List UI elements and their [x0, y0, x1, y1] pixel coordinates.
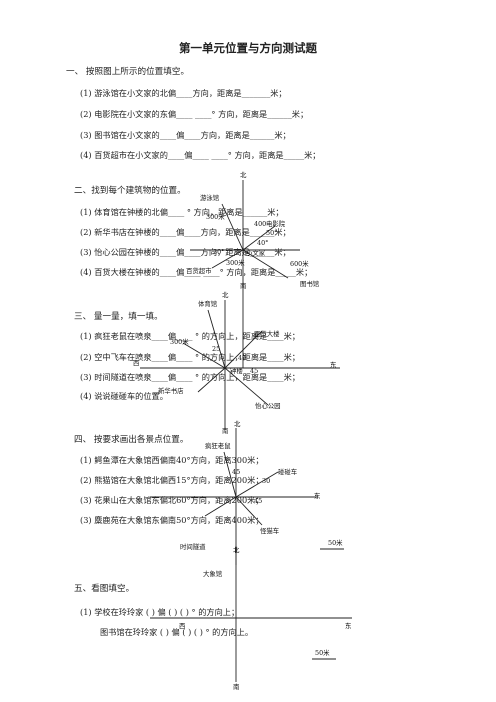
s2-q1: (1) 体育馆在钟楼的北偏____ ° 方向，距离是______米；	[80, 207, 284, 217]
d1-ray-library	[242, 249, 289, 279]
section-1-heading: 一、 按照图上所示的位置填空。	[66, 67, 190, 77]
s1-q4: (4) 百货超市在小文家的____偏____ ____° 方向，距离是_____…	[80, 150, 321, 160]
s1-q2: (2) 电影院在小文家的东偏____ ____° 方向，距离是______米；	[80, 109, 309, 119]
s3-q1: (1) 疯狂老鼠在喷泉____偏____ ° 的方向上，距离是____米；	[80, 331, 300, 341]
s5-q2: 图书馆在玲玲家 ( ) 偏 ( ) ( ) ° 的方向上。	[100, 627, 254, 637]
section-3-heading: 三、 量一量，填一填。	[74, 312, 163, 322]
section-2-heading: 二、找到每个建筑物的位置。	[74, 186, 186, 196]
d1-label-400: 400	[254, 220, 267, 228]
d2-ray-park	[224, 367, 269, 406]
d1-label-home: 小文家	[246, 249, 266, 257]
d3-ray-cat	[235, 496, 263, 526]
s1-q1: (1) 游泳馆在小文家的北偏____方向，距离是_______米；	[80, 88, 287, 98]
s4-q4: (3) 麋鹿苑在大象馆东偏南50°方向，距离400米；	[80, 515, 264, 525]
s3-q3: (3) 时间隧道在喷泉____偏____ ° 的方向上，距离是____米；	[80, 372, 300, 382]
d3-east: 东	[314, 492, 321, 500]
s2-q2: (2) 新华书店在钟楼的____偏____方向，距离是______米；	[80, 227, 291, 237]
d4-east: 东	[345, 622, 352, 630]
d4-west: 西	[179, 622, 186, 630]
d2-west: 西	[133, 359, 140, 367]
d1-ray-swim	[221, 203, 244, 251]
d2-label-25: 25	[212, 345, 221, 353]
diagram-2-lines	[140, 300, 340, 430]
d3-label-tunnel: 时间隧道	[180, 543, 206, 551]
d2-south: 南	[222, 427, 229, 435]
d2-ray-west	[182, 342, 226, 369]
d2-ray-book	[197, 367, 226, 393]
d4-scale-label: 50米	[315, 649, 330, 657]
d4-south: 南	[233, 683, 240, 691]
diagram-4-lines	[150, 548, 352, 682]
d1-south: 南	[240, 282, 247, 290]
s2-q4: (4) 百货大楼在钟楼的____偏____ ____° 方向，距离是_____米…	[80, 267, 313, 277]
s2-q3: (3) 怡心公园在钟楼的____偏____方向，距离是______米；	[80, 247, 291, 257]
section-5-heading: 五、看图填空。	[74, 584, 135, 594]
s3-q4: (4) 说说碰碰车的位置。	[80, 391, 168, 401]
d3-label-bumper: 碰碰车	[278, 468, 298, 476]
d2-north: 北	[222, 291, 229, 299]
d2-label-45: 45	[250, 367, 259, 375]
page-title: 第一单元位置与方向测试题	[179, 41, 317, 55]
d1-ray-market	[211, 249, 244, 269]
d1-label-300b: 300米	[226, 259, 245, 267]
d3-label-north2: 北	[233, 546, 240, 554]
d2-label-300: 300米	[170, 338, 189, 346]
d3-label-mouse: 疯狂老鼠	[205, 442, 231, 450]
section-4-heading: 四、 按要求画出各景点位置。	[74, 435, 189, 445]
d1-label-300a: 300米	[206, 213, 225, 221]
d1-north: 北	[240, 171, 247, 179]
s1-q3: (3) 图书馆在小文家的____偏____方向，距离是______米；	[80, 130, 291, 140]
d1-label-library: 图书馆	[300, 280, 320, 288]
d3-label-cat: 怪猫车	[260, 527, 280, 535]
s4-q1: (1) 鳄鱼潭在大象馆西偏南40°方向，距离300米；	[80, 455, 264, 465]
d3-scale-label: 50米	[328, 539, 343, 547]
d2-east: 东	[330, 361, 337, 369]
d2-label-bookstore: 新华书店	[158, 387, 184, 395]
d3-label-45a: 45	[232, 468, 241, 476]
d1-label-cinema: 电影院	[266, 220, 286, 228]
diagram-1-lines	[190, 180, 300, 368]
d1-label-600: 600米	[290, 260, 309, 268]
d3-ray-bumper	[235, 471, 279, 498]
d1-label-50: 50°	[266, 229, 278, 237]
d3-north: 北	[234, 420, 241, 428]
s4-q2: (2) 熊猫馆在大象馆北偏西15°方向，距离200米；	[80, 475, 264, 485]
d2-label-gym: 体育馆	[198, 300, 218, 308]
s5-q1: (1) 学校在玲玲家 ( ) 偏 ( ) ( ) ° 的方向上；	[80, 607, 240, 617]
d1-label-40: 40°	[257, 239, 269, 247]
d3-label-30: 30	[262, 477, 271, 485]
d1-label-30: 30°	[213, 248, 225, 256]
d1-label-market: 百货超市	[186, 267, 212, 275]
d1-label-swim: 游泳馆	[200, 194, 220, 202]
diagram-3-lines	[150, 428, 344, 565]
d3-label-45b: 45	[254, 497, 263, 505]
d2-label-tower: 钟楼	[230, 367, 243, 375]
d2-ray-gym	[207, 309, 226, 369]
d2-ray-dept	[224, 330, 263, 369]
d2-label-40: 40	[238, 354, 247, 362]
s4-q3: (3) 花果山在大象馆东偏北60°方向，距离200米；	[80, 495, 264, 505]
d3-ray-mouse	[223, 451, 237, 498]
d3-ray-tunnel	[204, 496, 237, 517]
d2-label-dept: 百货大楼	[254, 330, 280, 338]
d3-label-elephant: 大象馆	[203, 570, 223, 578]
s3-q2: (2) 空中飞车在喷泉____偏____ ° 的方向上，距离是____米；	[80, 352, 300, 362]
d1-ray-cinema	[242, 225, 276, 251]
d2-label-park: 怡心公园	[255, 402, 281, 410]
